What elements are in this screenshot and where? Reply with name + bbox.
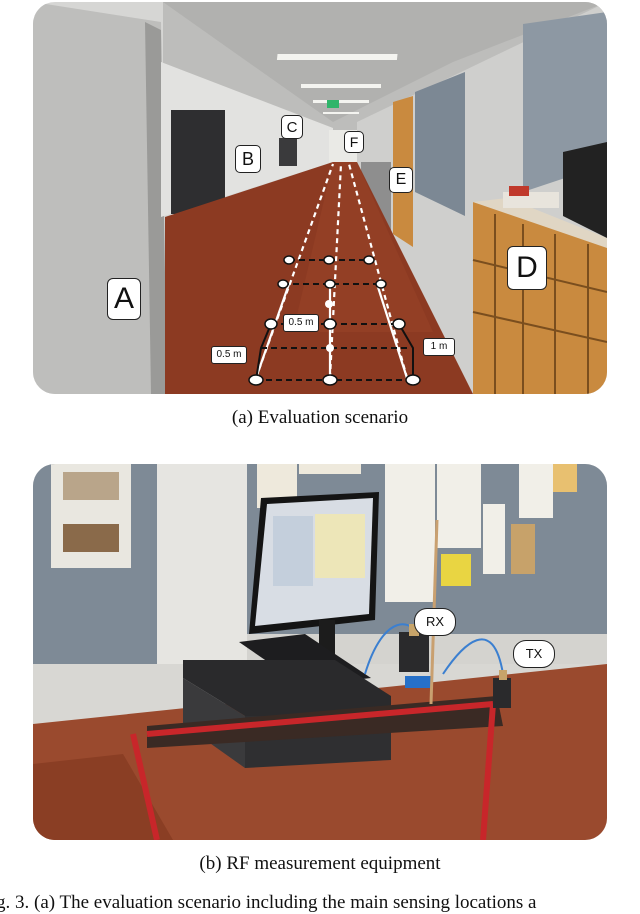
distance-label-half-m-left-text: 0.5 m xyxy=(216,349,242,360)
tx-label: TX xyxy=(513,640,555,668)
rx-label: RX xyxy=(414,608,456,636)
distance-label-half-m-inner: 0.5 m xyxy=(283,314,319,332)
distance-label-half-m-inner-text: 0.5 m xyxy=(288,317,314,328)
location-label-d-text: D xyxy=(516,251,538,284)
location-label-f: F xyxy=(344,131,364,153)
caption-a: (a) Evaluation scenario xyxy=(231,407,409,428)
location-label-b-text: B xyxy=(241,148,254,169)
distance-label-one-m-text: 1 m xyxy=(430,341,448,352)
location-label-c: C xyxy=(281,115,303,139)
location-label-e-text: E xyxy=(395,171,407,188)
location-label-f-text: F xyxy=(349,134,359,150)
distance-label-one-m: 1 m xyxy=(423,338,455,356)
location-label-a-text: A xyxy=(113,282,134,315)
location-label-c-text: C xyxy=(286,118,298,136)
rx-label-text: RX xyxy=(425,614,445,629)
location-label-a: A xyxy=(107,278,141,320)
evaluation-scenario-photo: A B C F E D 0.5 m 0.5 m 1 m xyxy=(33,2,607,394)
figure-caption: g. 3. (a) The evaluation scenario includ… xyxy=(0,892,537,913)
location-label-e: E xyxy=(389,167,413,193)
caption-b: (b) RF measurement equipment xyxy=(199,853,441,874)
rf-equipment-photo: RX TX xyxy=(33,464,607,840)
location-label-b: B xyxy=(235,145,261,173)
tx-label-text: TX xyxy=(525,646,543,661)
location-label-d: D xyxy=(507,246,547,290)
distance-label-half-m-left: 0.5 m xyxy=(211,346,247,364)
